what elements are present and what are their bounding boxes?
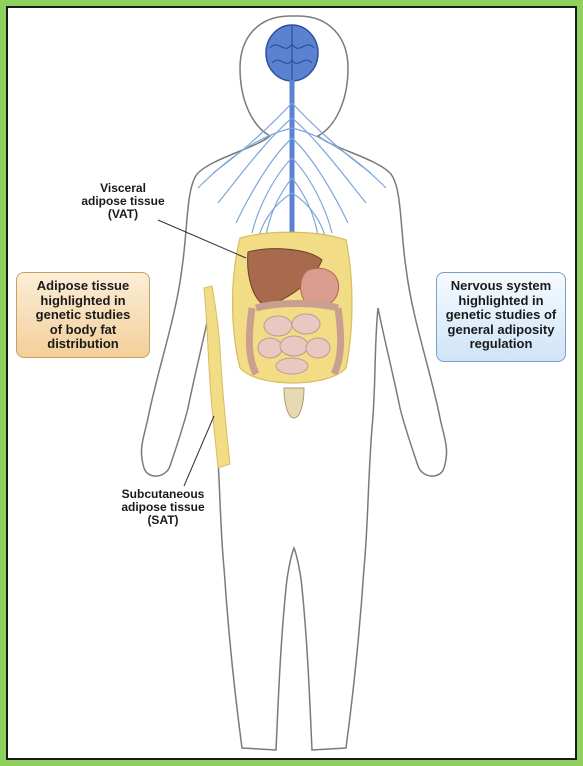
sat-leader-line bbox=[184, 416, 214, 486]
body-illustration bbox=[8, 8, 577, 760]
adipose-tissue-callout: Adipose tissue highlighted in genetic st… bbox=[16, 272, 150, 358]
sat-label: Subcutaneous adipose tissue (SAT) bbox=[103, 488, 223, 527]
brain-icon bbox=[266, 25, 318, 81]
nervous-system-callout: Nervous system highlighted in genetic st… bbox=[436, 272, 566, 362]
figure-canvas: Visceral adipose tissue (VAT) Subcutaneo… bbox=[6, 6, 577, 760]
vat-label: Visceral adipose tissue (VAT) bbox=[63, 182, 183, 221]
